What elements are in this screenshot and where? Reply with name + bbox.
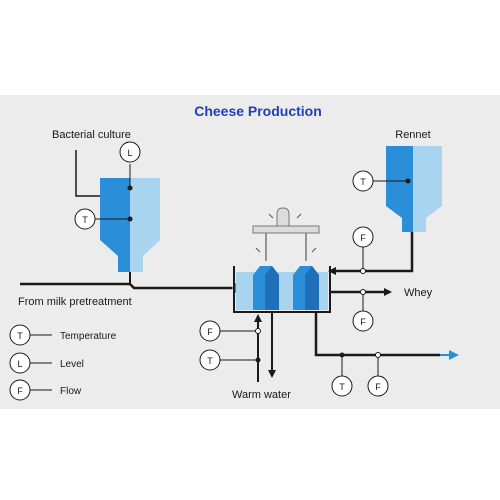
legend-temperature-letter: T xyxy=(17,331,23,341)
water-temperature-letter: T xyxy=(207,356,213,366)
cheese-vat xyxy=(233,266,331,313)
curd-outlet-pipe xyxy=(314,312,440,357)
water-temperature-sensor-point xyxy=(255,357,261,363)
curd-temperature-indicator xyxy=(331,375,353,397)
rennet-label: Rennet xyxy=(395,129,430,141)
hopper-temperature-indicator xyxy=(74,208,96,230)
legend-item-temperature: T Temperature xyxy=(9,324,117,346)
legend-level-letter: L xyxy=(17,359,22,369)
rennet-temperature-letter: T xyxy=(360,177,366,187)
legend-flow-letter: F xyxy=(17,386,23,396)
curd-flow-letter: F xyxy=(375,382,381,392)
water-temperature-indicator xyxy=(199,349,221,371)
diagram-title: Cheese Production xyxy=(194,103,322,119)
hopper-level-letter: L xyxy=(127,148,132,158)
rennet-flow-indicator xyxy=(352,226,374,248)
water-flow-sensor-point xyxy=(255,328,261,334)
legend-flow-label: Flow xyxy=(60,386,82,397)
warm-water-label: Warm water xyxy=(232,389,291,401)
legend-level-label: Level xyxy=(60,359,84,370)
legend-item-level: L Level xyxy=(9,352,84,374)
hopper-temperature-letter: T xyxy=(82,215,88,225)
bacterial-culture-label: Bacterial culture xyxy=(52,129,131,141)
hopper-level-indicator xyxy=(119,141,141,163)
bacterial-culture-leader-line xyxy=(75,150,100,197)
bacterial-culture-hopper xyxy=(100,178,160,272)
curd-flow-sensor-point xyxy=(375,352,381,358)
milk-inlet-pipe xyxy=(20,282,232,290)
legend: T Temperature L Level F Flow xyxy=(9,324,117,401)
legend-temperature-label: Temperature xyxy=(60,331,117,342)
whey-flow-indicator xyxy=(352,310,374,332)
hopper-level-sensor-point xyxy=(127,185,133,191)
agitator-assembly xyxy=(252,207,320,261)
rennet-flow-letter: F xyxy=(360,233,366,243)
whey-label: Whey xyxy=(404,287,433,299)
whey-flow-letter: F xyxy=(360,317,366,327)
curd-temperature-letter: T xyxy=(339,382,345,392)
rennet-temperature-sensor-point xyxy=(405,178,411,184)
whey-flow-sensor-point xyxy=(360,289,366,295)
hopper-temperature-sensor-point xyxy=(127,216,133,222)
water-flow-letter: F xyxy=(207,327,213,337)
water-flow-indicator xyxy=(199,320,221,342)
curd-temperature-sensor-point xyxy=(339,352,345,358)
curd-flow-indicator xyxy=(367,375,389,397)
rennet-temperature-indicator xyxy=(352,170,374,192)
rennet-feed-pipe xyxy=(340,232,414,273)
legend-item-flow: F Flow xyxy=(9,379,82,401)
rennet-flow-sensor-point xyxy=(360,268,366,274)
rennet-hopper xyxy=(386,146,442,232)
milk-pretreatment-label: From milk pretreatment xyxy=(18,296,132,308)
